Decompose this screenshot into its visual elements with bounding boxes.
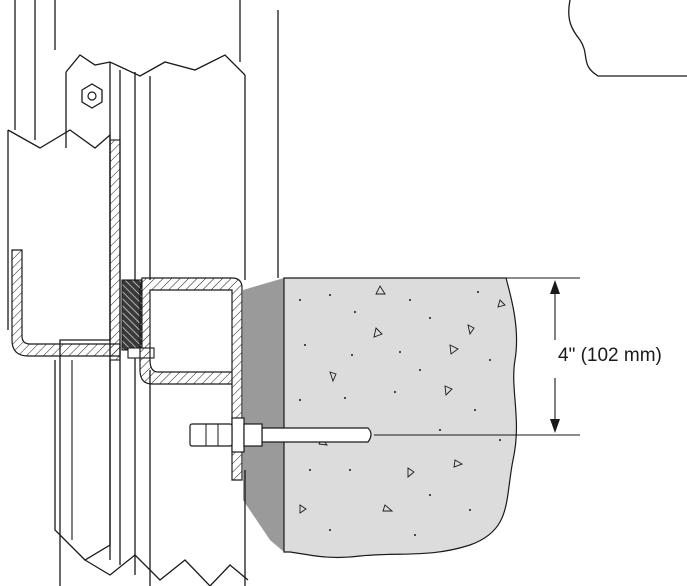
lower-break-line [84,554,249,586]
concrete-side-shadow [243,278,284,552]
gasket-block [121,279,143,351]
upper-break-line [568,0,687,77]
anchor-rod [261,427,372,443]
concrete-slab [283,277,518,559]
anchor-bracket [139,277,243,481]
top-bolt-head [81,83,103,109]
anchor-washer [231,417,245,453]
left-post-lower [54,360,111,561]
left-post [7,129,111,586]
post-outer-lines [14,0,56,140]
anchor-nut [189,423,233,447]
vertical-tube-upper [65,54,246,77]
concrete-dots [299,291,501,536]
dimension-arrow-down [550,419,560,433]
dimension-arrow-up [550,280,560,294]
dimension-label: 4" (102 mm) [558,345,662,366]
vertical-plate-hatched [109,139,121,361]
